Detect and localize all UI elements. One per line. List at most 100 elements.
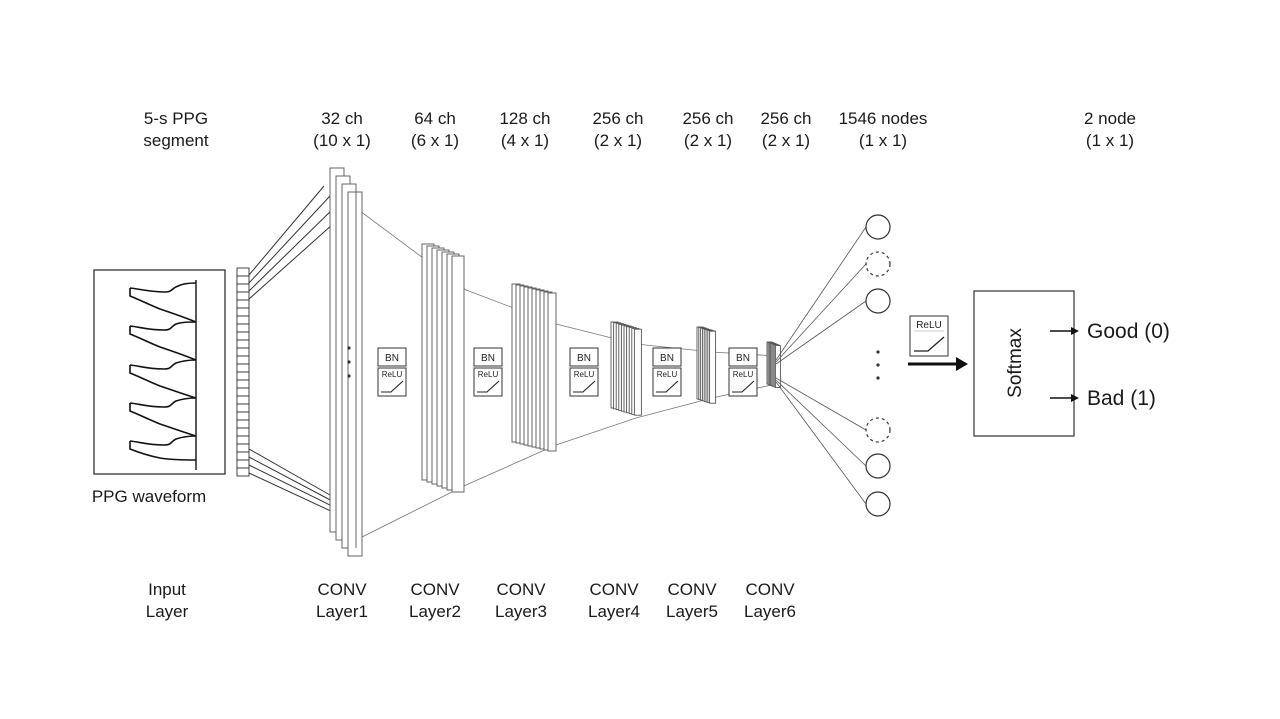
conv-layer-1-stack [329,167,363,557]
relu-final-block: ReLU [909,315,949,357]
layer-label-conv1-line2: Layer1 [316,602,368,621]
dense-nodes [865,214,891,517]
input-cell [236,427,250,437]
layer-label-conv6-line2: Layer6 [744,602,796,621]
input-cell [236,331,250,341]
conv-layer-2-stack [421,243,465,493]
layer-labels: Input Layer CONV Layer1 CONV Layer2 CONV… [146,580,796,621]
conv-layer-4-stack [610,321,642,416]
layer-label-conv5-line1: CONV [667,580,717,599]
header-conv3-line2: (4 x 1) [501,131,549,150]
feature-map-sheet [633,328,642,416]
feature-map-sheet [709,330,717,404]
relu-label: ReLU [574,370,595,379]
input-cell [236,355,250,365]
header-input-line2: segment [143,131,208,150]
relu-curve [732,380,755,393]
layer-label-input-line1: Input [148,580,186,599]
bn-label: BN [481,353,495,364]
layer-label-conv5-line2: Layer5 [666,602,718,621]
conv-layer-5-stack [696,326,717,404]
bn-box [652,347,682,367]
input-cell [236,299,250,309]
bn-label: BN [577,353,591,364]
output-good-label: Good (0) [1087,320,1170,343]
relu-label: ReLU [478,370,499,379]
input-cell [236,419,250,429]
layer-label-conv2-line1: CONV [410,580,460,599]
input-cell [236,411,250,421]
bn-box [569,347,599,367]
input-strip [236,267,250,477]
input-cell [236,339,250,349]
dense-node-dropout [865,417,891,443]
input-cell [236,451,250,461]
header-conv1-line1: 32 ch [321,109,363,128]
feature-map-sheet [347,191,363,557]
input-cell [236,395,250,405]
input-cell [236,459,250,469]
layer-label-conv1-line1: CONV [317,580,367,599]
dense-connections [775,226,867,505]
header-conv3-line1: 128 ch [499,109,550,128]
column-headers: 5-s PPG segment 32 ch (10 x 1) 64 ch (6 … [143,109,1136,150]
bn-label: BN [385,353,399,364]
bn-label: BN [660,353,674,364]
feature-map-sheet [451,255,465,493]
input-cell [236,267,250,277]
conv-layer-3-stack [511,283,557,452]
dense-node [865,288,891,314]
header-dense-line2: (1 x 1) [859,131,907,150]
relu-final-label: ReLU [916,320,942,331]
bn-box [473,347,503,367]
waveform-box [93,269,226,475]
bn-box [377,347,407,367]
header-conv4-line1: 256 ch [592,109,643,128]
header-conv5-line1: 256 ch [682,109,733,128]
input-cell [236,315,250,325]
relu-label: ReLU [657,370,678,379]
header-conv1-line2: (10 x 1) [313,131,371,150]
input-cell [236,347,250,357]
input-cell [236,275,250,285]
input-cell [236,307,250,317]
relu-label: ReLU [382,370,403,379]
ppg-waveform-trace [129,282,197,461]
layer-label-conv3-line1: CONV [496,580,546,599]
dense-ellipsis [876,350,880,380]
dense-node [865,214,891,240]
conv1-ellipsis [347,346,351,378]
input-cell [236,363,250,373]
relu-curve [656,380,679,393]
layer-label-conv2-line2: Layer2 [409,602,461,621]
input-cell [236,443,250,453]
input-cell [236,379,250,389]
layer-label-conv4-line2: Layer4 [588,602,640,621]
bn-box [728,347,758,367]
softmax-block: Softmax [973,290,1075,437]
header-conv2-line2: (6 x 1) [411,131,459,150]
relu-label: ReLU [733,370,754,379]
header-conv2-line1: 64 ch [414,109,456,128]
feature-map-sheet [774,345,781,388]
header-conv4-line2: (2 x 1) [594,131,642,150]
dense-node [865,453,891,479]
header-output-line1: 2 node [1084,109,1136,128]
relu-curve [477,380,500,393]
layer-label-conv4-line1: CONV [589,580,639,599]
relu-curve [381,380,404,393]
ppg-waveform-panel: PPG waveform [92,269,226,506]
softmax-label: Softmax [1005,328,1026,398]
layer-label-input-line2: Layer [146,602,189,621]
header-dense-line1: 1546 nodes [839,109,928,128]
input-cell [236,467,250,477]
output-bad-label: Bad (1) [1087,387,1156,410]
header-conv6-line2: (2 x 1) [762,131,810,150]
layer-label-conv3-line2: Layer3 [495,602,547,621]
waveform-label: PPG waveform [92,487,206,506]
relu-curve [573,380,596,393]
input-cell [236,291,250,301]
output-arrows [1050,327,1079,402]
arrow-to-softmax [908,357,968,371]
